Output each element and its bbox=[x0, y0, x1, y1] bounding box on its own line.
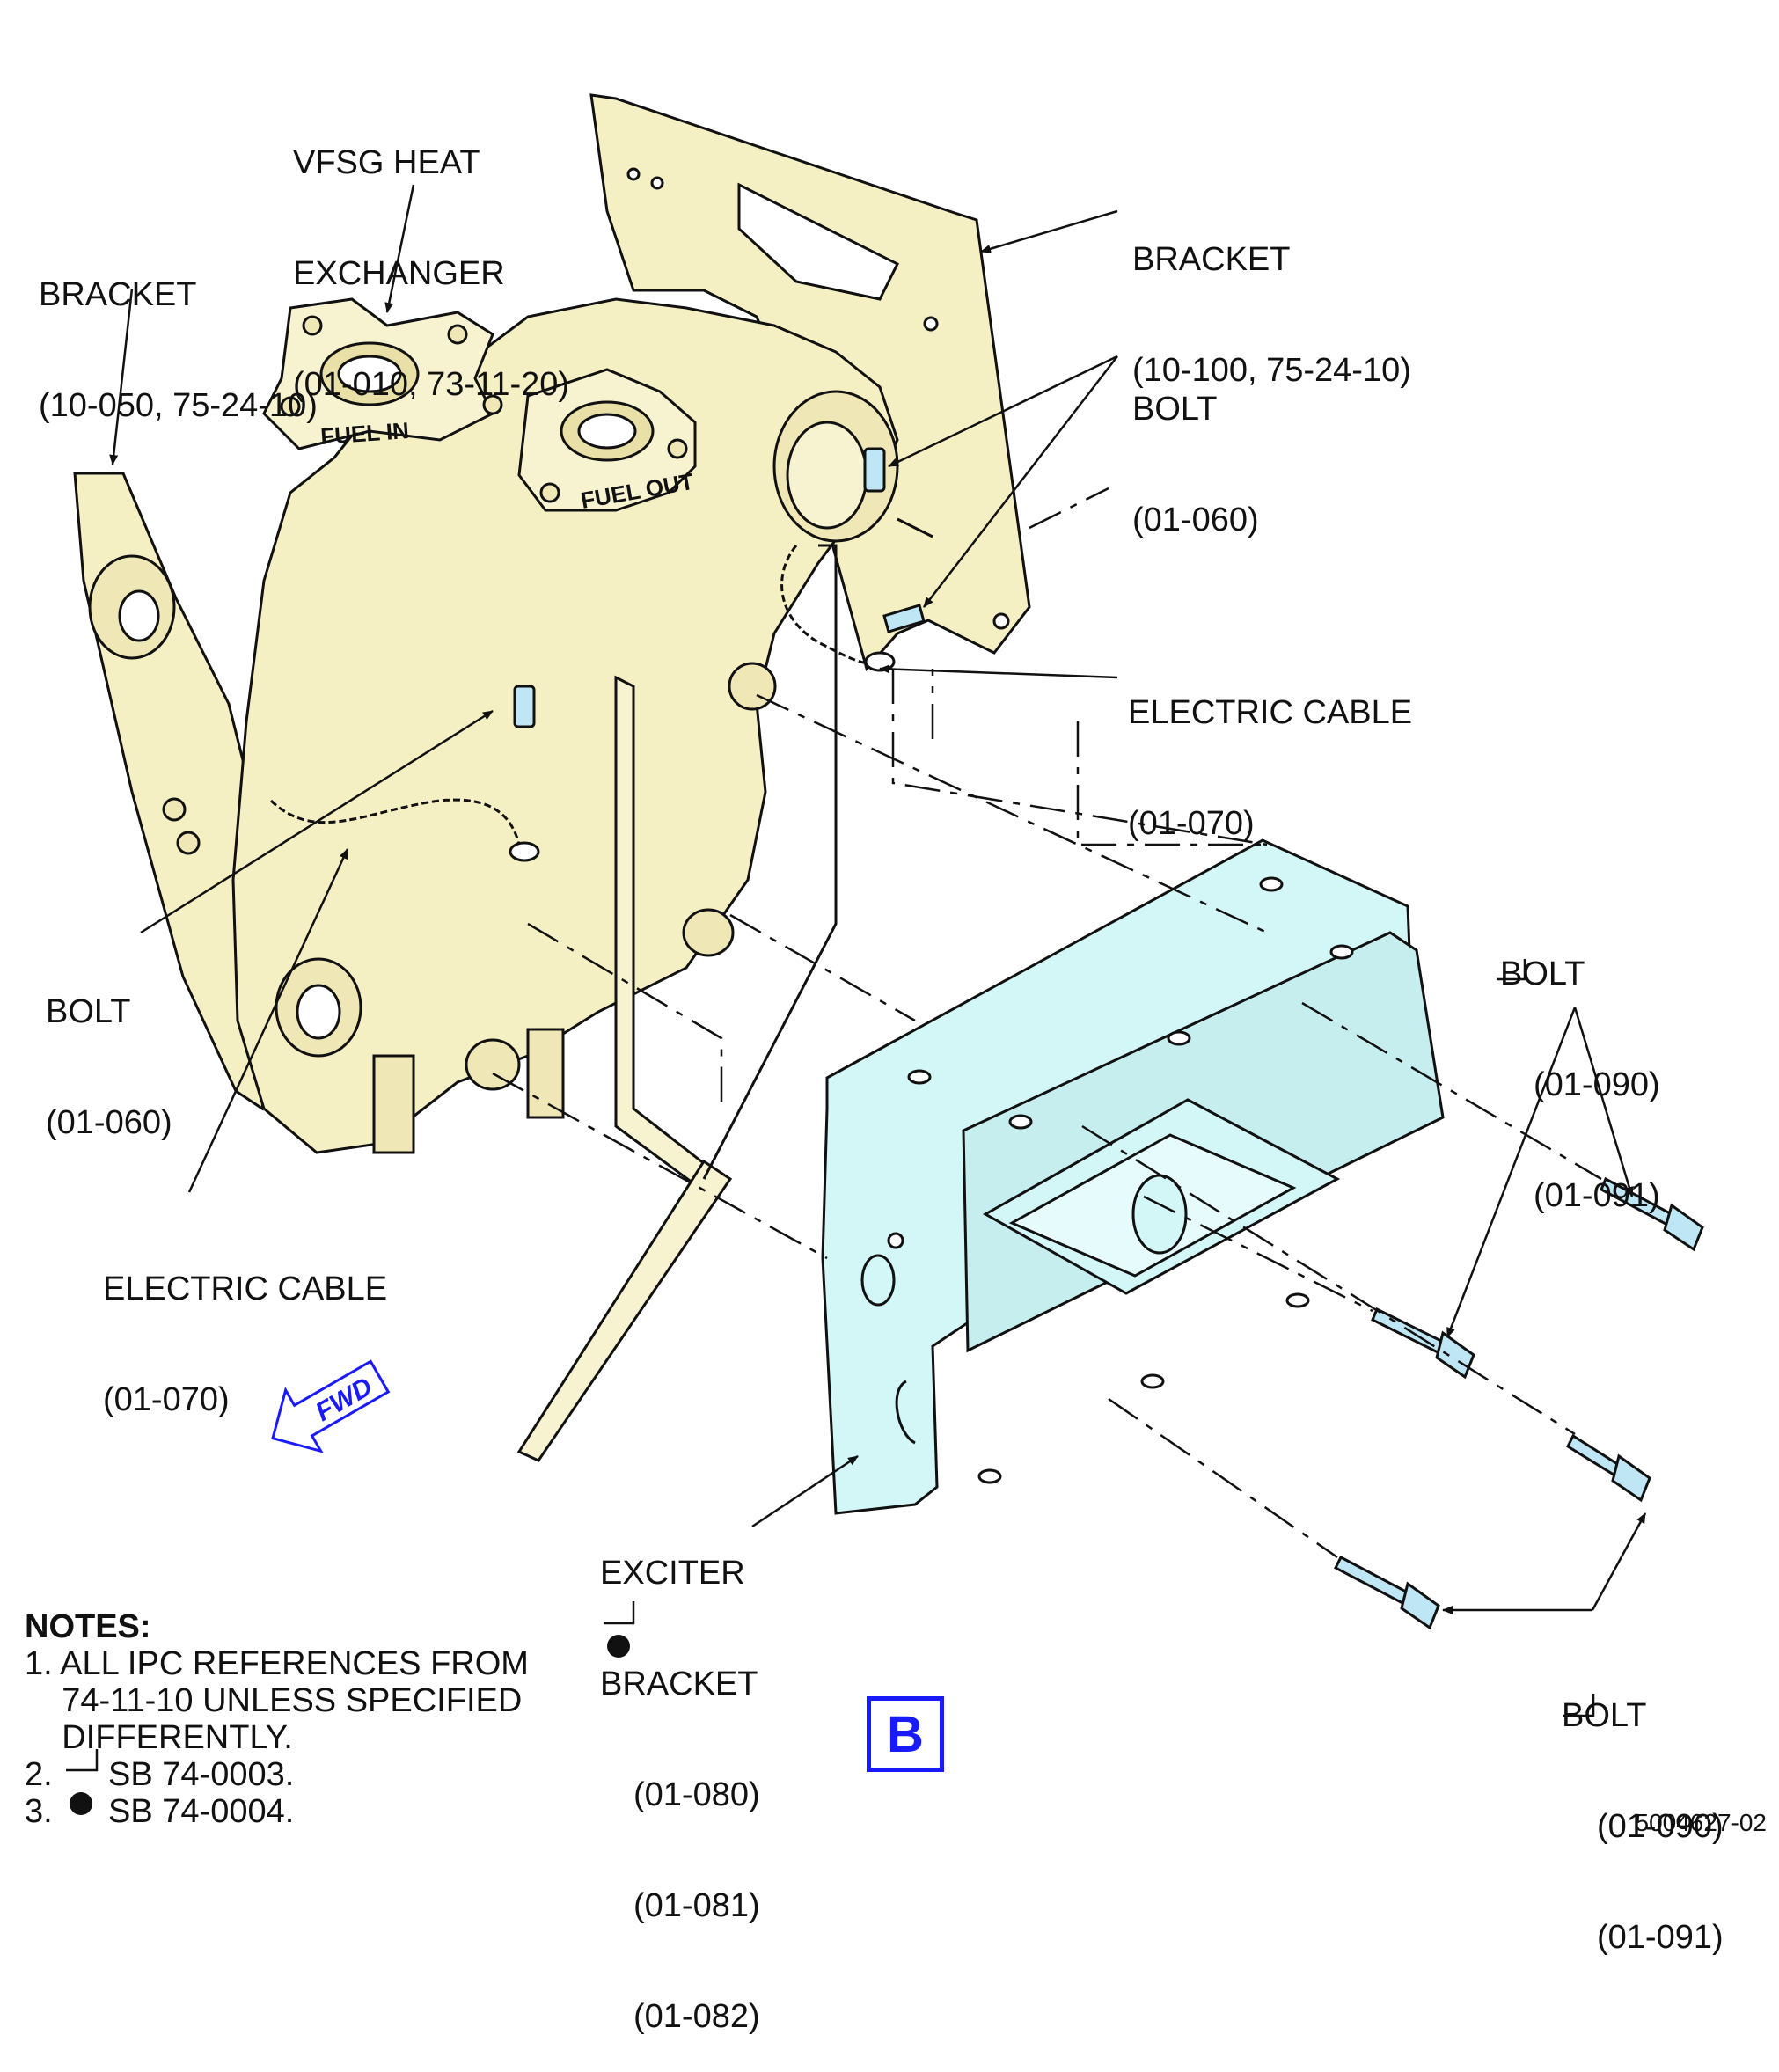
label-bolt-right-upper: BOLT (01-090) (01-091) bbox=[1500, 955, 1660, 1214]
label-electric-cable-right: ELECTRIC CABLE (01-070) bbox=[1128, 694, 1413, 842]
label-bolt-left: BOLT (01-060) bbox=[46, 993, 172, 1141]
fuel-in-marking: FUEL IN bbox=[319, 417, 409, 450]
drawing-number: 5004627-02 bbox=[1635, 1809, 1767, 1836]
label-bracket-right: BRACKET (10-100, 75-24-10) bbox=[1132, 241, 1411, 389]
notes-block: NOTES: 1. ALL IPC REFERENCES FROM 74-11-… bbox=[25, 1608, 529, 1830]
label-vfsg-heat-exchanger: VFSG HEAT EXCHANGER (01-010, 73-11-20) bbox=[293, 144, 570, 403]
exploded-view-diagram: FUEL IN FUEL OUT FWD bbox=[66, 93, 1704, 1815]
label-bracket-left: BRACKET (10-050, 75-24-10) bbox=[39, 276, 318, 424]
leader-lines bbox=[109, 184, 1647, 1614]
filled-circle-marker-icon bbox=[70, 1635, 630, 1815]
label-exciter-bracket: EXCITER BRACKET (01-080) (01-081) (01-08… bbox=[600, 1555, 760, 2035]
triangle-marker-icon bbox=[66, 959, 1595, 1772]
bracket-left-part bbox=[73, 472, 276, 1111]
note-line: 1. ALL IPC REFERENCES FROM bbox=[25, 1645, 529, 1682]
notes-heading: NOTES: bbox=[25, 1608, 151, 1645]
note-line: 74-11-10 UNLESS SPECIFIED bbox=[25, 1682, 523, 1719]
note-line: 3. SB 74-0004. bbox=[25, 1793, 295, 1830]
exciter-bracket-part bbox=[821, 838, 1445, 1515]
view-badge-b: B bbox=[867, 1696, 944, 1772]
label-bolt-right-lower: BOLT (01-090) (01-091) bbox=[1562, 1697, 1724, 1956]
note-line: 2. SB 74-0003. bbox=[25, 1756, 295, 1793]
label-electric-cable-left: ELECTRIC CABLE (01-070) bbox=[103, 1270, 388, 1418]
electric-cable-lines bbox=[269, 517, 933, 846]
svg-text:FUEL IN: FUEL IN bbox=[319, 417, 409, 450]
vfsg-heat-exchanger-part bbox=[231, 297, 899, 1462]
label-bolt-top: BOLT (01-060) bbox=[1132, 391, 1259, 538]
note-line: DIFFERENTLY. bbox=[25, 1719, 293, 1756]
alignment-lines bbox=[492, 487, 1602, 1559]
